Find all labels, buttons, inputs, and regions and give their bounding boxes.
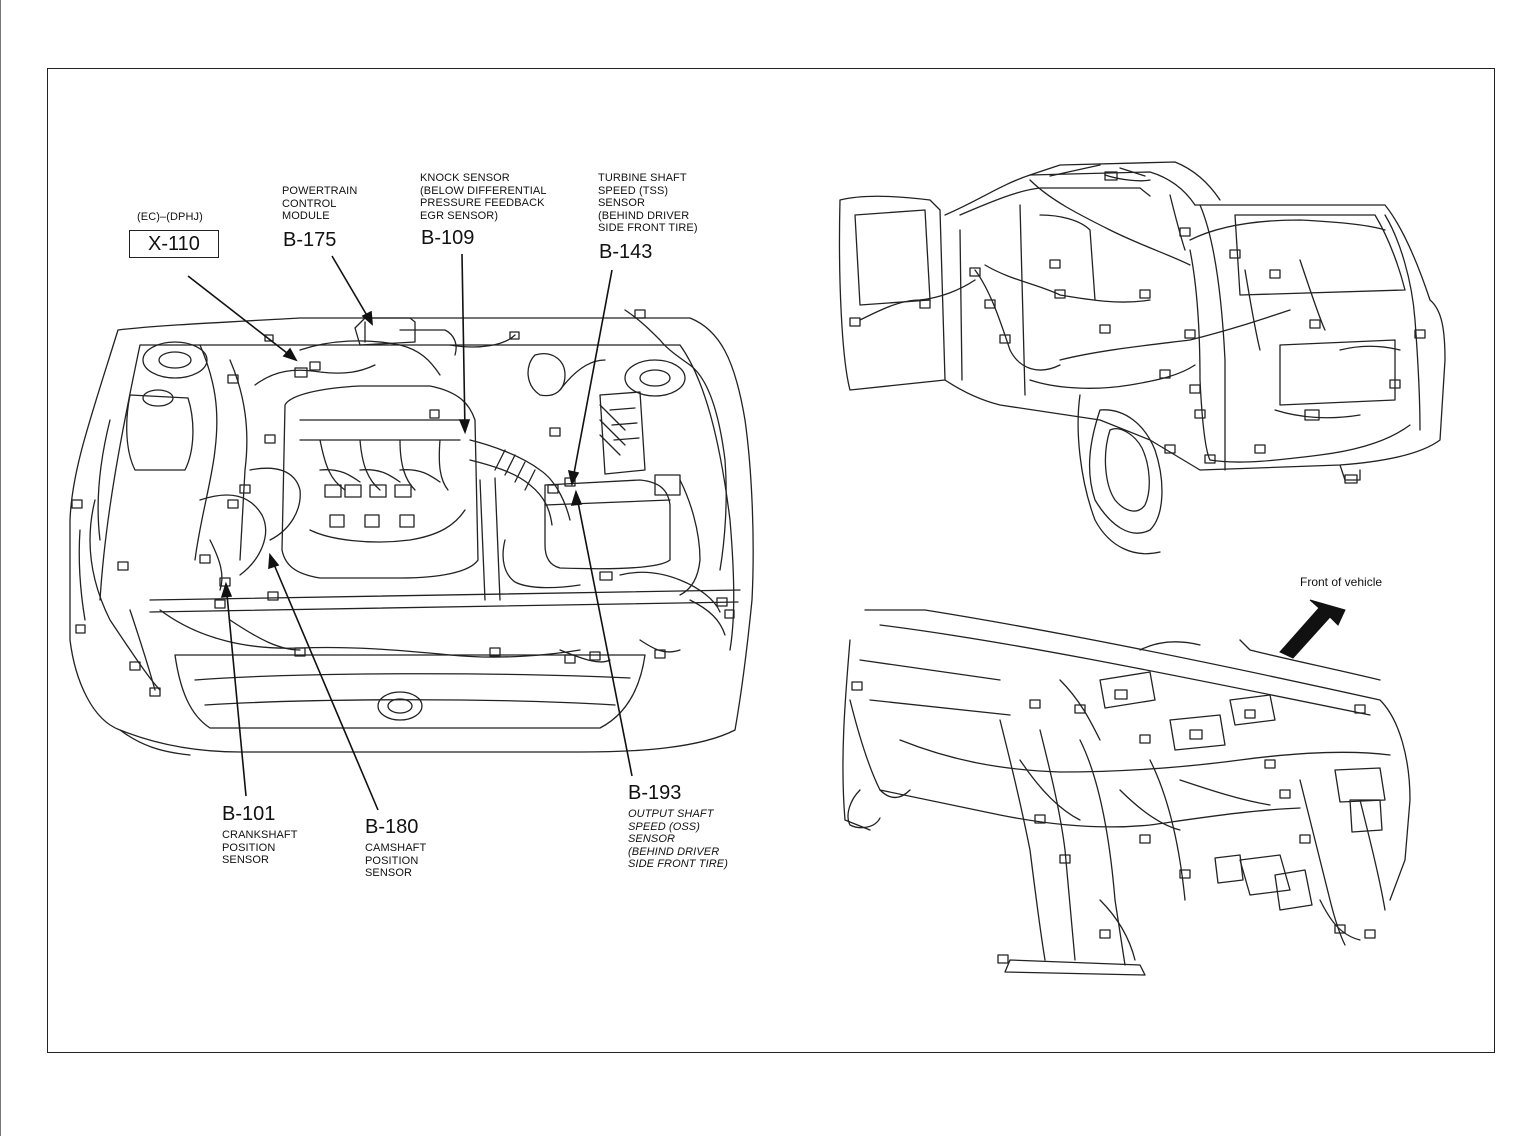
b101-code: B-101 <box>222 803 276 825</box>
front-of-vehicle-arrow <box>1279 599 1346 659</box>
b180-description: CAMSHAFT POSITION SENSOR <box>365 842 427 879</box>
page-edge-line <box>0 0 1 1136</box>
b175-description: POWERTRAIN CONTROL MODULE <box>282 185 358 222</box>
b175-code: B-175 <box>283 229 337 251</box>
b143-code: B-143 <box>599 241 653 263</box>
b109-description: KNOCK SENSOR (BELOW DIFFERENTIAL PRESSUR… <box>420 172 547 222</box>
b101-description: CRANKSHAFT POSITION SENSOR <box>222 829 298 866</box>
b193-code: B-193 <box>628 782 682 804</box>
x110-prefix: (EC)–(DPHJ) <box>137 211 203 223</box>
x110-code: X-110 <box>129 230 219 258</box>
engine-bay-illustration <box>69 309 754 756</box>
callout-leaders <box>187 253 633 811</box>
diagram-frame <box>47 68 1495 1053</box>
b143-description: TURBINE SHAFT SPEED (TSS) SENSOR (BEHIND… <box>598 172 698 234</box>
b193-description: OUTPUT SHAFT SPEED (OSS) SENSOR (BEHIND … <box>628 808 728 870</box>
b180-code: B-180 <box>365 816 419 838</box>
front-of-vehicle-label: Front of vehicle <box>1300 575 1383 589</box>
dash-panel-illustration <box>842 609 1411 976</box>
b109-code: B-109 <box>421 227 475 249</box>
rear-vehicle-illustration <box>838 161 1446 555</box>
